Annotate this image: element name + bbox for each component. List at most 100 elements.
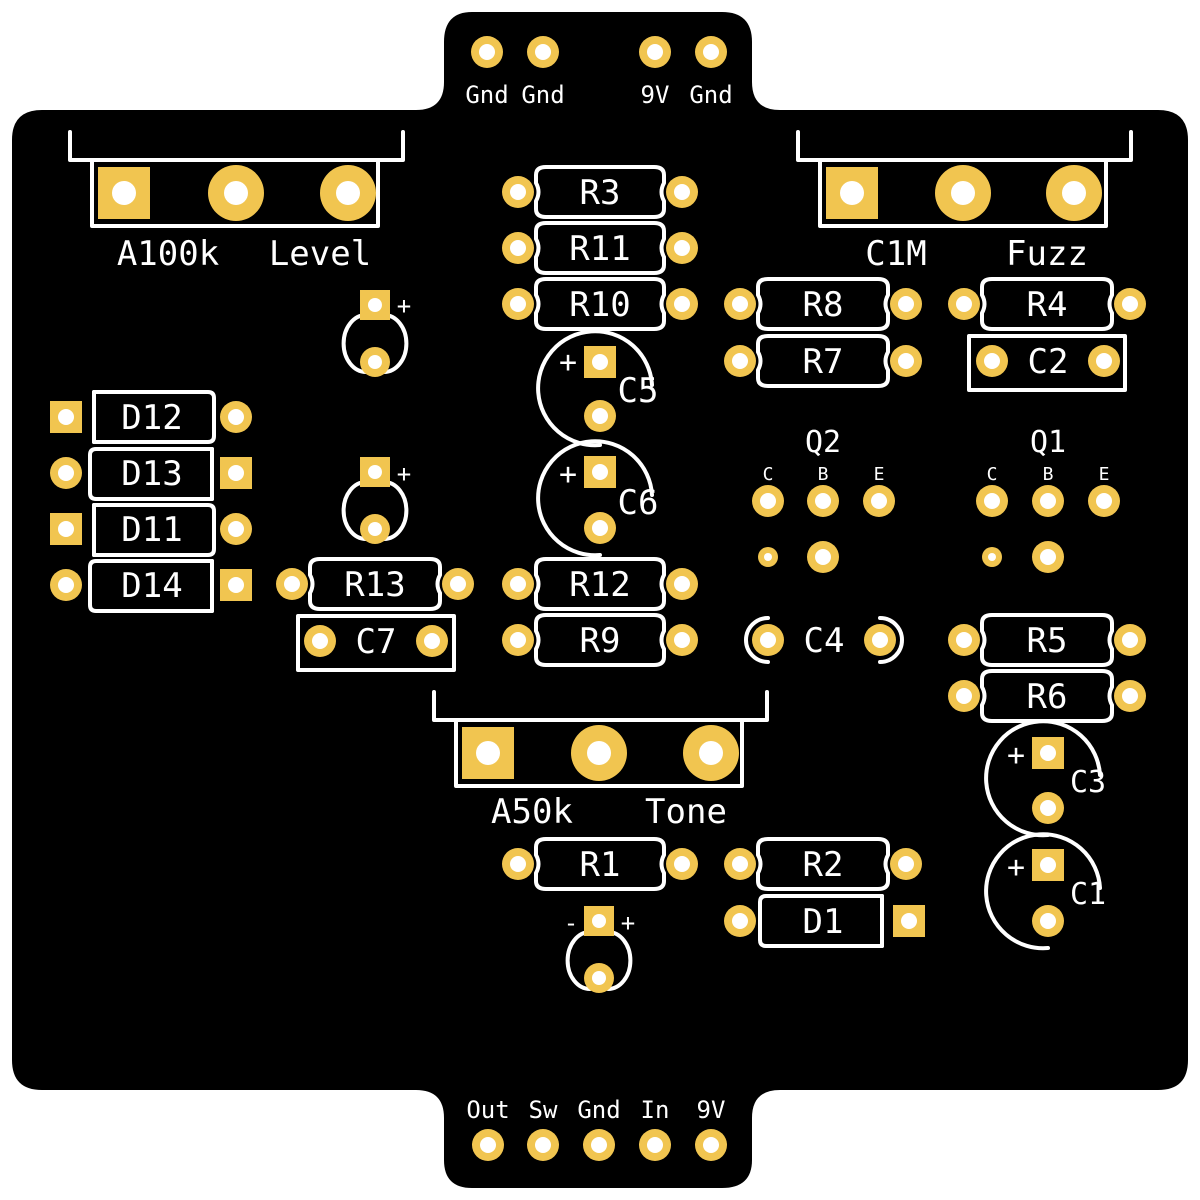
pot-level: A100k Level (68, 130, 405, 274)
diode-d1: D1 (724, 894, 925, 948)
resistor-r4-label: R4 (1027, 285, 1068, 325)
transistor-q2-pin-e: E (874, 464, 885, 485)
capacitor-small-lower-minus-sign: - (564, 909, 578, 937)
resistor-r10-body (534, 277, 666, 331)
pot-tone: A50k Tone (432, 690, 769, 832)
capacitor-small-middle-plus-sign: + (397, 460, 411, 488)
transistor-q1-pin-c: C (987, 464, 998, 485)
diode-d11: D11 (50, 503, 252, 557)
label-bottom-gnd: Gnd (577, 1096, 620, 1124)
resistor-r3: R3 (502, 165, 698, 219)
label-bottom-9v: 9V (697, 1096, 726, 1124)
pot-fuzz: C1M Fuzz (796, 130, 1133, 274)
resistor-r12: R12 (502, 557, 698, 611)
resistor-r6: R6 (948, 669, 1146, 723)
resistor-r6-body (980, 669, 1114, 723)
resistor-r10: R10 (502, 277, 698, 331)
transistor-q1: Q1 C B E (976, 425, 1120, 573)
diode-d14-label: D14 (121, 566, 182, 606)
resistor-r11: R11 (502, 221, 698, 275)
capacitor-c1-label: C1 (1070, 877, 1106, 912)
pot-level-value: A100k (117, 234, 219, 274)
pot-level-name: Level (269, 234, 371, 274)
capacitor-c5-label: C5 (618, 371, 659, 411)
label-top-gnd-3: Gnd (689, 81, 732, 109)
capacitor-c6-plus-sign: + (559, 457, 577, 492)
resistor-r8-label: R8 (803, 285, 844, 325)
resistor-r5-body (980, 613, 1114, 667)
resistor-r8-body (756, 277, 890, 331)
label-top-gnd-1: Gnd (465, 81, 508, 109)
resistor-r5: R5 (948, 613, 1146, 667)
capacitor-c2-label: C2 (1028, 342, 1069, 382)
transistor-q2-label: Q2 (805, 425, 841, 460)
pot-tone-name: Tone (645, 792, 727, 832)
resistor-r6-label: R6 (1027, 677, 1068, 717)
resistor-r7-label: R7 (803, 342, 844, 382)
capacitor-c5: + C5 (536, 329, 659, 448)
diode-d14: D14 (50, 559, 252, 613)
resistor-r13-label: R13 (344, 565, 405, 605)
capacitor-c6-label: C6 (618, 483, 659, 523)
capacitor-small-lower-plus-sign: + (621, 909, 635, 937)
label-top-gnd-2: Gnd (521, 81, 564, 109)
bottom-connector: Out Sw Gnd In 9V (466, 1096, 727, 1161)
resistor-r11-body (534, 221, 666, 275)
resistor-r2-body (756, 837, 890, 891)
capacitor-small-upper: + (341, 290, 411, 377)
resistor-r12-body (534, 557, 666, 611)
capacitor-c2: C2 (967, 334, 1127, 392)
resistor-r9: R9 (502, 613, 698, 667)
diode-d1-label: D1 (803, 902, 844, 942)
capacitor-c5-plus-sign: + (559, 345, 577, 380)
resistor-r3-body (534, 165, 666, 219)
resistor-r3-label: R3 (580, 173, 621, 213)
label-bottom-sw: Sw (529, 1096, 558, 1124)
resistor-r9-body (534, 613, 666, 667)
capacitor-c1: + C1 (984, 832, 1106, 951)
capacitor-c3-label: C3 (1070, 765, 1106, 800)
resistor-r7: R7 (724, 334, 922, 388)
capacitor-c6: + C6 (536, 439, 659, 558)
diode-d12-label: D12 (121, 398, 182, 438)
pot-tone-value: A50k (491, 792, 573, 832)
pot-fuzz-name: Fuzz (1006, 234, 1088, 274)
capacitor-small-upper-plus-sign: + (397, 292, 411, 320)
capacitor-c7: C7 (296, 614, 456, 672)
resistor-r10-label: R10 (569, 285, 630, 325)
diode-d13: D13 (50, 447, 252, 501)
resistor-r1-label: R1 (580, 845, 621, 885)
top-connector: Gnd Gnd 9V Gnd (465, 36, 733, 109)
label-bottom-out: Out (466, 1096, 509, 1124)
resistor-r12-label: R12 (569, 565, 630, 605)
capacitor-c4-label: C4 (804, 621, 845, 661)
capacitor-c7-label: C7 (356, 622, 397, 662)
transistor-q1-label: Q1 (1030, 425, 1066, 460)
resistor-r5-label: R5 (1027, 621, 1068, 661)
capacitor-small-middle: + (341, 457, 411, 544)
resistor-r4: R4 (948, 277, 1146, 331)
capacitor-small-lower: - + (564, 906, 635, 993)
resistor-r9-label: R9 (580, 621, 621, 661)
resistor-r1: R1 (502, 837, 698, 891)
resistor-r13: R13 (276, 557, 474, 611)
resistor-r7-body (756, 334, 890, 388)
label-top-9v: 9V (641, 81, 670, 109)
resistor-r11-label: R11 (569, 229, 630, 269)
transistor-q1-pin-b: B (1043, 464, 1054, 485)
label-bottom-in: In (641, 1096, 670, 1124)
resistor-r2-label: R2 (803, 845, 844, 885)
diode-d12: D12 (50, 390, 252, 444)
diode-d11-label: D11 (121, 510, 182, 550)
transistor-q2-pin-b: B (818, 464, 829, 485)
resistor-r2: R2 (724, 837, 922, 891)
transistor-q1-pin-e: E (1099, 464, 1110, 485)
capacitor-c4: C4 (744, 616, 904, 664)
resistor-r13-body (308, 557, 442, 611)
transistor-q2: Q2 C B E (752, 425, 895, 573)
transistor-q2-pin-c: C (763, 464, 774, 485)
pot-fuzz-value: C1M (865, 234, 926, 274)
resistor-r4-body (980, 277, 1114, 331)
resistor-r1-body (534, 837, 666, 891)
